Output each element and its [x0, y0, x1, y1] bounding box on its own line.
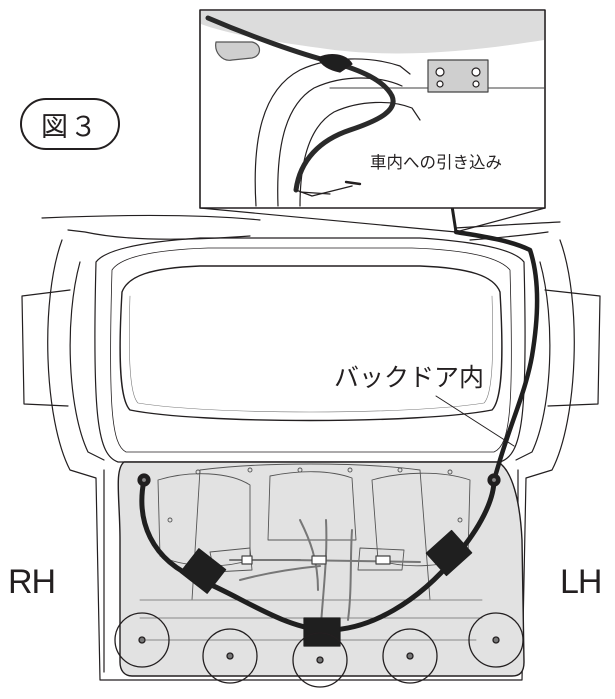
- back-door-frame: [94, 237, 526, 463]
- door-inner-panel: [117, 461, 525, 677]
- harness-connectors: [241, 555, 391, 565]
- grommet-left: [487, 473, 501, 487]
- back-door-inside-label: バックドア内: [334, 364, 485, 392]
- inset-caption: 車内への引き込み: [368, 154, 504, 172]
- right-hand-side-label: RH: [8, 563, 56, 601]
- inset-connector: [199, 207, 546, 233]
- figure-number-badge: 図３: [20, 98, 120, 150]
- grommet-right: [137, 473, 151, 487]
- left-hand-side-label: LH: [560, 563, 602, 601]
- door-callout-leader: [435, 395, 515, 447]
- rear-window: [119, 265, 503, 422]
- speaker-positions: [114, 612, 524, 688]
- cable-clamps: [179, 529, 473, 647]
- inset-detail: [199, 9, 546, 209]
